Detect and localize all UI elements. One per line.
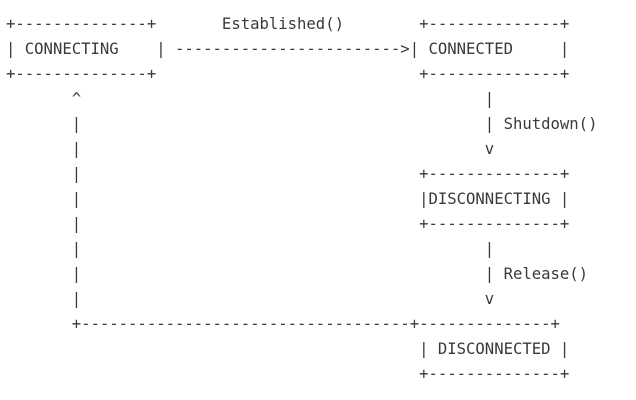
shutdown-transition-label-row: | | Shutdown() [6, 115, 598, 133]
disconnecting-box-top-border: | +--------------+ [6, 165, 570, 183]
disconnecting-state-row: | |DISCONNECTING | [6, 190, 570, 208]
release-arrowhead-row: | v [6, 290, 495, 308]
connecting-to-connected-row: | CONNECTING | ------------------------>… [6, 40, 570, 58]
release-connector-row: | | [6, 240, 495, 258]
disconnecting-box-bottom-border: | +--------------+ [6, 215, 570, 233]
connecting-box-top-border: +--------------+ Established() +--------… [6, 15, 570, 33]
release-transition-label-row: | | Release() [6, 265, 589, 283]
shutdown-arrowhead-row: | v [6, 140, 495, 158]
disconnected-box-bottom-border: +--------------+ [6, 365, 570, 383]
disconnected-state-row: | DISCONNECTED | [6, 340, 570, 358]
return-path-and-disconnected-top: +-----------------------------------+---… [6, 315, 560, 333]
connecting-box-bottom-border: +--------------+ +--------------+ [6, 65, 570, 83]
return-arrowhead-row: ^ | [6, 90, 495, 108]
